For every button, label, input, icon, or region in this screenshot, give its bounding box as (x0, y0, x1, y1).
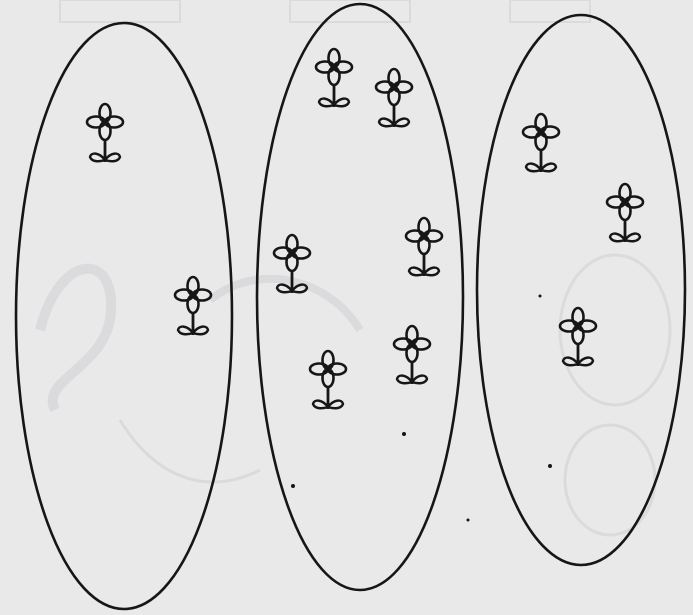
flower-icon (175, 277, 211, 335)
flower-icon (274, 235, 310, 293)
flower-icon (406, 218, 442, 276)
background-watermark (40, 0, 670, 535)
flower-icon (310, 351, 346, 409)
flower-icon (523, 114, 559, 172)
flower-icon (607, 184, 643, 242)
flower-icon (87, 104, 123, 162)
flower-icon (560, 308, 596, 366)
set-2-ellipse (257, 4, 463, 590)
flower-icon (316, 49, 352, 107)
flower-icon (376, 69, 412, 127)
flower-icon (394, 326, 430, 384)
